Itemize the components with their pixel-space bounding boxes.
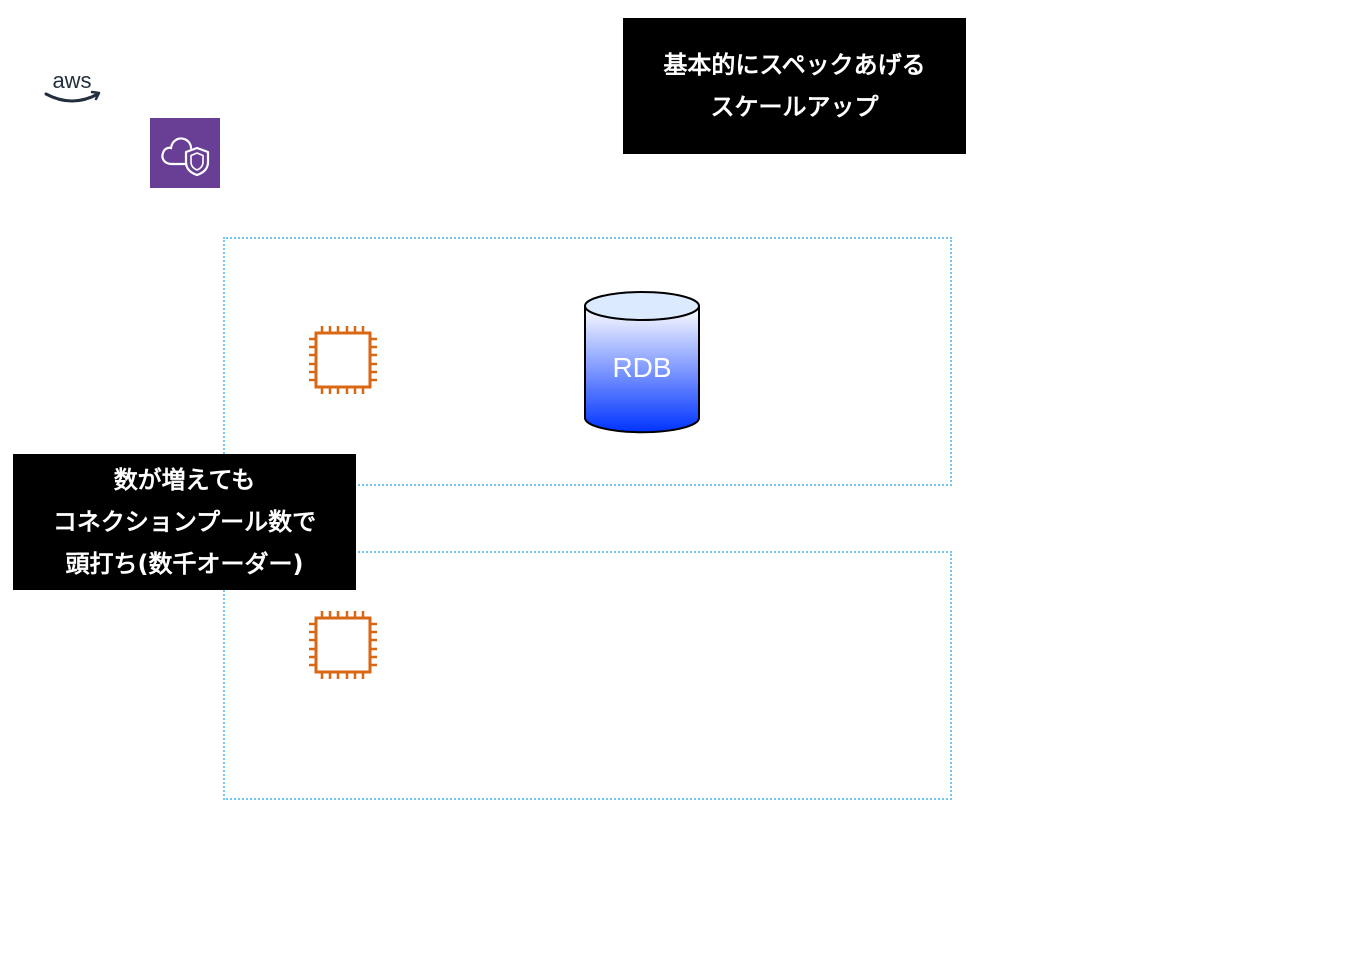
vpc-cloud-shield-icon — [150, 118, 220, 188]
note-scaleup-line: 基本的にスペックあげる — [663, 51, 926, 79]
subnet-bottom — [223, 551, 952, 800]
note-scaleup: 基本的にスペックあげる スケールアップ — [623, 18, 966, 154]
aws-logo: aws — [44, 68, 101, 103]
subnet-top — [223, 237, 952, 486]
ec2-instance-icon — [309, 326, 377, 394]
note-connection-line: 頭打ち(数千オーダー) — [65, 550, 304, 578]
ec2-instance-icon — [309, 611, 377, 679]
note-connection-line: 数が増えても — [113, 466, 256, 494]
database-cylinder — [584, 291, 700, 434]
note-connection-limit: 数が増えても コネクションプール数で 頭打ち(数千オーダー) — [13, 454, 356, 590]
aws-logo-text: aws — [52, 68, 91, 93]
database-label: RDB — [612, 352, 672, 383]
note-connection-line: コネクションプール数で — [52, 508, 317, 536]
note-scaleup-line: スケールアップ — [710, 93, 879, 121]
